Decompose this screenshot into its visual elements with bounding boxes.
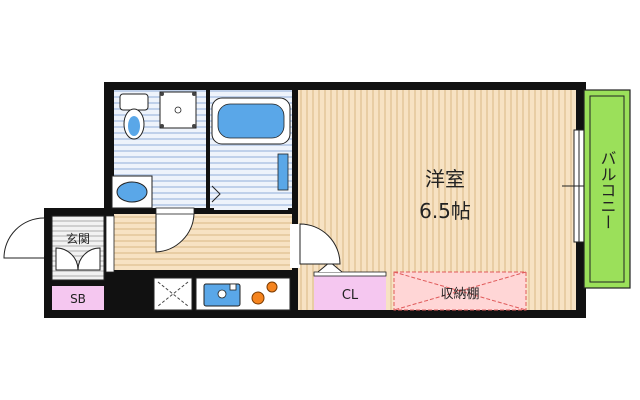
balcony — [583, 89, 631, 289]
entrance-door — [3, 217, 45, 259]
western-room-size: 6.5帖 — [419, 199, 471, 223]
storage-label: 収納棚 — [440, 287, 479, 302]
closet — [314, 276, 386, 310]
shoe-box-label: SB — [70, 292, 86, 306]
shoe-box — [52, 286, 104, 310]
room-door-opening — [290, 224, 300, 268]
kitchen-corridor-floor — [114, 214, 292, 270]
closet-label: CL — [342, 288, 359, 303]
entrance-label: 玄関 — [66, 231, 90, 246]
stove-burner-right — [266, 281, 278, 293]
stove-burner-left — [251, 291, 265, 305]
balcony-label: バルコニー — [598, 150, 617, 230]
western-room-name: 洋室 — [425, 167, 465, 191]
